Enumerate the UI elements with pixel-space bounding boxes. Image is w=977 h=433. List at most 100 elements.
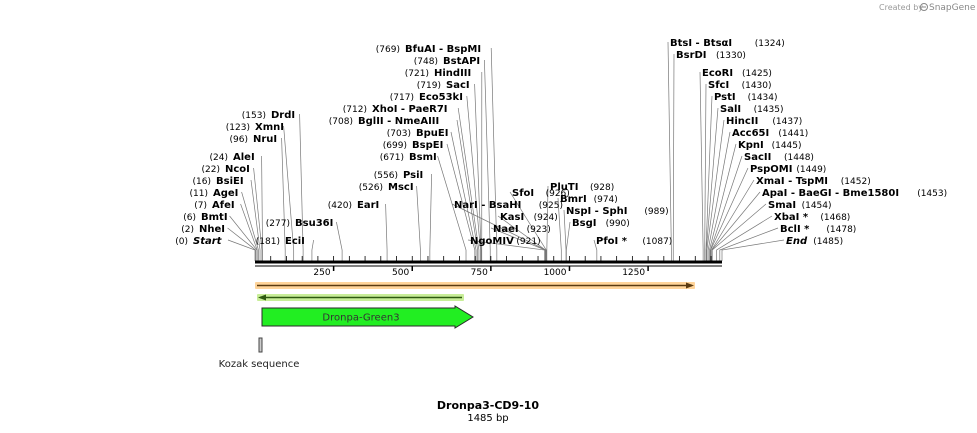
cut-site[interactable]: SfoI(926) bbox=[512, 188, 570, 199]
cut-site-name[interactable]: NspI - SphI bbox=[566, 206, 628, 217]
cut-site-name[interactable]: BspEI bbox=[412, 140, 443, 151]
cut-site[interactable]: MscI(526) bbox=[359, 182, 414, 193]
feature-kozak-sequence[interactable]: Kozak sequence bbox=[219, 337, 300, 370]
cut-site-name[interactable]: XmaI - TspMI bbox=[756, 176, 828, 187]
feature-dronpa-green3[interactable]: Dronpa-Green3 bbox=[261, 305, 474, 329]
cut-site-name[interactable]: Acc65I bbox=[732, 128, 769, 139]
cut-site[interactable]: PspOMI(1449) bbox=[750, 164, 826, 175]
cut-site-name[interactable]: SfoI bbox=[512, 188, 534, 199]
cut-site-name[interactable]: EarI bbox=[357, 200, 379, 211]
cut-site[interactable]: XmnI(123) bbox=[226, 122, 284, 133]
cut-site-name[interactable]: BsgI bbox=[572, 218, 596, 229]
cut-site-name[interactable]: AleI bbox=[233, 152, 255, 163]
cut-site[interactable]: EciI(181) bbox=[256, 236, 305, 247]
cut-site-name[interactable]: KpnI bbox=[738, 140, 764, 151]
kozak-box[interactable] bbox=[258, 337, 263, 353]
cut-site-name[interactable]: NgoMIV bbox=[470, 236, 514, 247]
orf-reverse-arrow[interactable] bbox=[257, 294, 464, 301]
cut-site-name[interactable]: SfcI bbox=[708, 80, 729, 91]
cut-site[interactable]: EcoRI(1425) bbox=[702, 68, 772, 79]
cut-site-name[interactable]: BmrI bbox=[560, 194, 587, 205]
cut-site-name[interactable]: SacII bbox=[744, 152, 771, 163]
cut-site-name[interactable]: SmaI bbox=[768, 200, 796, 211]
cut-site[interactable]: NspI - SphI(989) bbox=[566, 206, 669, 217]
cut-site[interactable]: BsgI(990) bbox=[572, 218, 630, 229]
cut-site-name[interactable]: BsiEI bbox=[216, 176, 244, 187]
cut-site-name[interactable]: PluTI bbox=[550, 182, 578, 193]
cut-site-name[interactable]: SacI bbox=[446, 80, 470, 91]
cut-site[interactable]: ApaI - BaeGI - Bme1580I(1453) bbox=[762, 188, 947, 199]
cut-site[interactable]: NcoI(22) bbox=[202, 164, 250, 175]
cut-site[interactable]: EarI(420) bbox=[328, 200, 379, 211]
cut-site[interactable]: BstAPI(748) bbox=[414, 56, 480, 67]
cut-site-name[interactable]: XhoI - PaeR7I bbox=[372, 104, 448, 115]
cut-site[interactable]: XmaI - TspMI(1452) bbox=[756, 176, 871, 187]
cut-site-name[interactable]: Start bbox=[193, 236, 223, 247]
cut-site[interactable]: NarI - BsaHI(925) bbox=[454, 200, 563, 211]
cut-site-name[interactable]: SalI bbox=[720, 104, 741, 115]
cut-site[interactable]: BfuAI - BspMI(769) bbox=[376, 44, 481, 55]
cut-site[interactable]: NaeI(923) bbox=[493, 224, 551, 235]
cut-site-name[interactable]: PsiI bbox=[403, 170, 423, 181]
cut-site[interactable]: Eco53kI(717) bbox=[390, 92, 463, 103]
cut-site[interactable]: Bsu36I(277) bbox=[266, 218, 334, 229]
cut-site[interactable]: AleI(24) bbox=[210, 152, 255, 163]
cut-site-name[interactable]: NheI bbox=[199, 224, 225, 235]
cut-site-name[interactable]: HincII bbox=[726, 116, 758, 127]
cut-site[interactable]: BspEI(699) bbox=[383, 140, 444, 151]
cut-site-name[interactable]: BsmI bbox=[409, 152, 437, 163]
cut-site-name[interactable]: NruI bbox=[253, 134, 277, 145]
cut-site[interactable]: DrdI(153) bbox=[242, 110, 295, 121]
cut-site-name[interactable]: BpuEI bbox=[416, 128, 448, 139]
cut-site[interactable]: BpuEI(703) bbox=[387, 128, 449, 139]
cut-site[interactable]: NheI(2) bbox=[181, 224, 225, 235]
cut-site-name[interactable]: Bsu36I bbox=[295, 218, 333, 229]
cut-site[interactable]: SacI(719) bbox=[417, 80, 470, 91]
orf-forward-arrow[interactable] bbox=[255, 282, 695, 289]
dronpa-green3-arrow[interactable] bbox=[261, 305, 474, 329]
cut-site[interactable]: HindIII(721) bbox=[405, 68, 471, 79]
cut-site[interactable]: SalI(1435) bbox=[720, 104, 784, 115]
cut-site-name[interactable]: NaeI bbox=[493, 224, 519, 235]
cut-site-name[interactable]: BclI * bbox=[780, 224, 810, 235]
cut-site-name[interactable]: HindIII bbox=[434, 68, 471, 79]
cut-site[interactable]: PfoI *(1087) bbox=[596, 236, 672, 247]
cut-site[interactable]: NgoMIV(921) bbox=[470, 236, 541, 247]
cut-site[interactable]: End(1485) bbox=[786, 236, 843, 247]
cut-site[interactable]: SmaI(1454) bbox=[768, 200, 832, 211]
cut-site[interactable]: SfcI(1430) bbox=[708, 80, 772, 91]
cut-site-name[interactable]: NarI - BsaHI bbox=[454, 200, 521, 211]
cut-site-name[interactable]: XmnI bbox=[255, 122, 284, 133]
cut-site[interactable]: HincII(1437) bbox=[726, 116, 802, 127]
cut-site[interactable]: BmrI(974) bbox=[560, 194, 618, 205]
cut-site[interactable]: BclI *(1478) bbox=[780, 224, 856, 235]
cut-site-name[interactable]: DrdI bbox=[271, 110, 295, 121]
cut-site-name[interactable]: EcoRI bbox=[702, 68, 733, 79]
cut-site[interactable]: BglII - NmeAIII(708) bbox=[329, 116, 439, 127]
cut-site-name[interactable]: BfuAI - BspMI bbox=[405, 44, 481, 55]
cut-site-name[interactable]: BsrDI bbox=[676, 50, 707, 61]
cut-site[interactable]: AgeI(11) bbox=[190, 188, 239, 199]
cut-site-name[interactable]: BtsI - BtsαI bbox=[670, 38, 732, 49]
cut-site-name[interactable]: End bbox=[786, 236, 808, 247]
cut-site[interactable]: KasI(924) bbox=[500, 212, 558, 223]
cut-site[interactable]: NruI(96) bbox=[230, 134, 278, 145]
cut-site[interactable]: PstI(1434) bbox=[714, 92, 778, 103]
cut-site[interactable]: XhoI - PaeR7I(712) bbox=[343, 104, 448, 115]
cut-site-name[interactable]: MscI bbox=[388, 182, 414, 193]
cut-site-name[interactable]: PfoI * bbox=[596, 236, 628, 247]
cut-site-name[interactable]: ApaI - BaeGI - Bme1580I bbox=[762, 188, 899, 199]
cut-site-name[interactable]: BglII - NmeAIII bbox=[358, 116, 439, 127]
cut-site-name[interactable]: BmtI bbox=[201, 212, 228, 223]
cut-site[interactable]: BtsI - BtsαI(1324) bbox=[670, 38, 785, 49]
cut-site-name[interactable]: AgeI bbox=[213, 188, 238, 199]
cut-site[interactable]: Start(0) bbox=[175, 236, 222, 247]
cut-site-name[interactable]: PstI bbox=[714, 92, 736, 103]
cut-site-name[interactable]: PspOMI bbox=[750, 164, 792, 175]
cut-site-name[interactable]: KasI bbox=[500, 212, 524, 223]
cut-site-name[interactable]: NcoI bbox=[225, 164, 250, 175]
cut-site-name[interactable]: Eco53kI bbox=[419, 92, 463, 103]
cut-site[interactable]: BsiEI(16) bbox=[193, 176, 244, 187]
cut-site[interactable]: BmtI(6) bbox=[183, 212, 227, 223]
cut-site-name[interactable]: XbaI * bbox=[774, 212, 809, 223]
